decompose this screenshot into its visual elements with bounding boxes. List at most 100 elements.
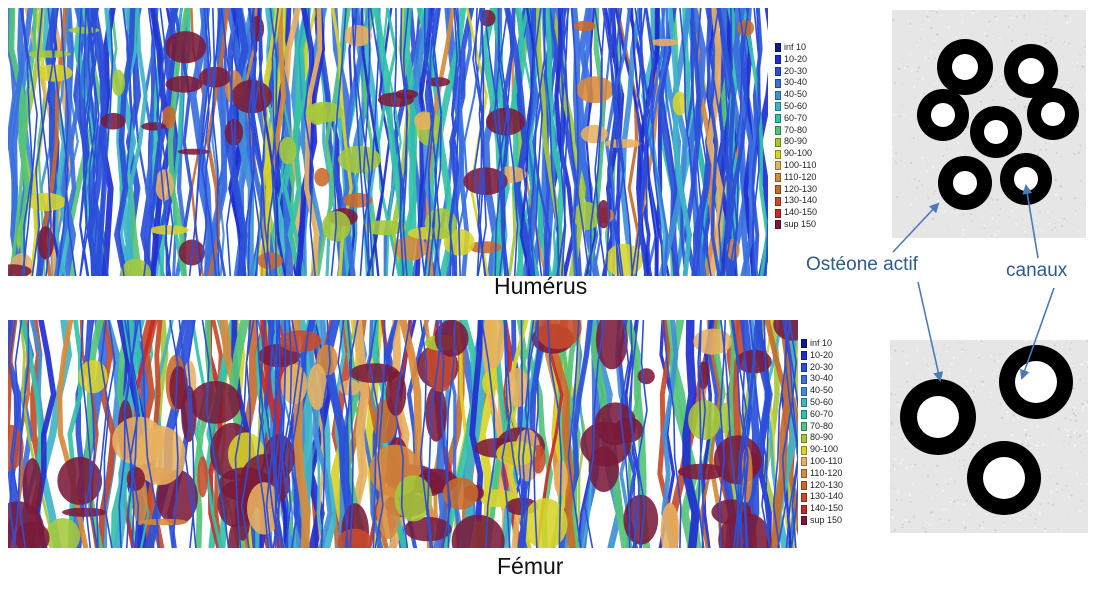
legend-label: 40-50 (810, 385, 834, 396)
canal-cavity (8, 264, 32, 276)
canal-cavity (349, 363, 399, 383)
canal-strand (359, 8, 380, 276)
legend-swatch (801, 457, 807, 467)
canal-strand (602, 8, 634, 276)
legend-swatch (775, 149, 781, 159)
canal-strand (100, 320, 113, 548)
legend-swatch (801, 469, 807, 479)
legend-swatch (801, 480, 807, 490)
canal-cavity (120, 258, 152, 276)
canal-strand (498, 8, 511, 276)
canal-strand (265, 320, 281, 548)
legend-label: 70-80 (810, 420, 834, 431)
legend-entry: 40-50 (801, 385, 843, 397)
canal-strand (717, 8, 733, 276)
canal-strand (269, 8, 278, 276)
legend-swatch (801, 504, 807, 514)
canal-strand (426, 320, 443, 548)
legend-label: 60-70 (810, 408, 834, 419)
canal-cavity (45, 518, 81, 548)
canal-cavity (169, 365, 188, 410)
canal-segment (114, 8, 136, 276)
canal-segment (308, 320, 333, 548)
canal-strand (21, 8, 38, 276)
osteon-canal (1041, 102, 1065, 126)
canal-cavity (307, 363, 327, 411)
canal-strand (393, 8, 405, 276)
legend-swatch (775, 102, 781, 112)
canal-cavity (434, 320, 469, 357)
legend-label: 120-130 (810, 479, 844, 490)
canal-strand (493, 8, 503, 276)
canal-strand (320, 320, 331, 548)
canal-strand (281, 320, 293, 548)
canal-strand (501, 320, 512, 548)
active-osteon-label: Ostéone actif (806, 254, 918, 275)
canal-cavity (650, 38, 679, 47)
legend-entry: 30-40 (801, 373, 843, 385)
legend-swatch (775, 220, 781, 230)
legend-label: inf 10 (784, 42, 807, 52)
canal-segment (585, 8, 597, 276)
legend-label: sup 150 (810, 514, 843, 525)
canal-segment (683, 8, 701, 276)
legend-entry: 140-150 (775, 207, 817, 219)
legend-label: 130-140 (810, 491, 844, 502)
legend-label: 60-70 (784, 112, 808, 123)
legend-label: 30-40 (810, 373, 834, 384)
legend-label: 20-30 (784, 65, 808, 76)
canal-strand (709, 8, 733, 276)
canal-strand (690, 8, 712, 276)
canal-strand (445, 320, 457, 548)
canal-cavity (363, 220, 407, 236)
legend-swatch (801, 398, 807, 408)
canal-strand (751, 8, 760, 276)
humerus-caption: Humérus (494, 273, 588, 299)
canal-strand (477, 8, 487, 276)
canal-cavity (385, 370, 407, 416)
osteon-canal (952, 54, 978, 80)
humerus-network-render (8, 8, 768, 276)
legend-swatch (775, 66, 781, 76)
legend-entry: 120-130 (801, 480, 843, 492)
legend-label: 30-40 (784, 77, 808, 88)
canal-strand (225, 8, 239, 276)
canal-strand (419, 320, 432, 548)
canal-strand (697, 320, 705, 548)
canal-segment (504, 8, 535, 276)
canal-segment (469, 320, 484, 548)
canal-cavity (414, 111, 434, 131)
canal-segment (648, 8, 669, 276)
canal-cavity (100, 112, 126, 130)
femur-caption: Fémur (497, 553, 564, 579)
canal-cavity (469, 241, 502, 254)
legend-label: inf 10 (810, 338, 833, 348)
canal-strand (211, 8, 223, 276)
canal-strand (523, 320, 539, 548)
canal-strand (480, 320, 496, 548)
legend-entry: 140-150 (801, 503, 843, 515)
canal-cavity (165, 75, 203, 93)
legend-entry: 20-30 (775, 66, 817, 78)
legend-label: 100-110 (810, 455, 843, 466)
legend-swatch (775, 173, 781, 183)
canal-strand (452, 8, 461, 276)
canal-strand (80, 320, 99, 548)
legend-label: 110-120 (784, 171, 817, 182)
canal-strand (79, 8, 97, 276)
legend-swatch (775, 90, 781, 100)
canal-segment (682, 320, 700, 548)
canal-strand (728, 8, 750, 276)
canal-strand (608, 8, 623, 276)
canal-strand (255, 320, 270, 548)
canal-segment (260, 8, 286, 276)
canal-strand (237, 8, 257, 276)
canal-cavity (573, 20, 596, 32)
canal-cavity (228, 524, 240, 548)
canal-segment (8, 8, 31, 276)
canal-cavity (534, 320, 582, 350)
canal-strand (60, 8, 77, 276)
canal-cavity (231, 79, 272, 114)
canal-strand (303, 8, 316, 276)
